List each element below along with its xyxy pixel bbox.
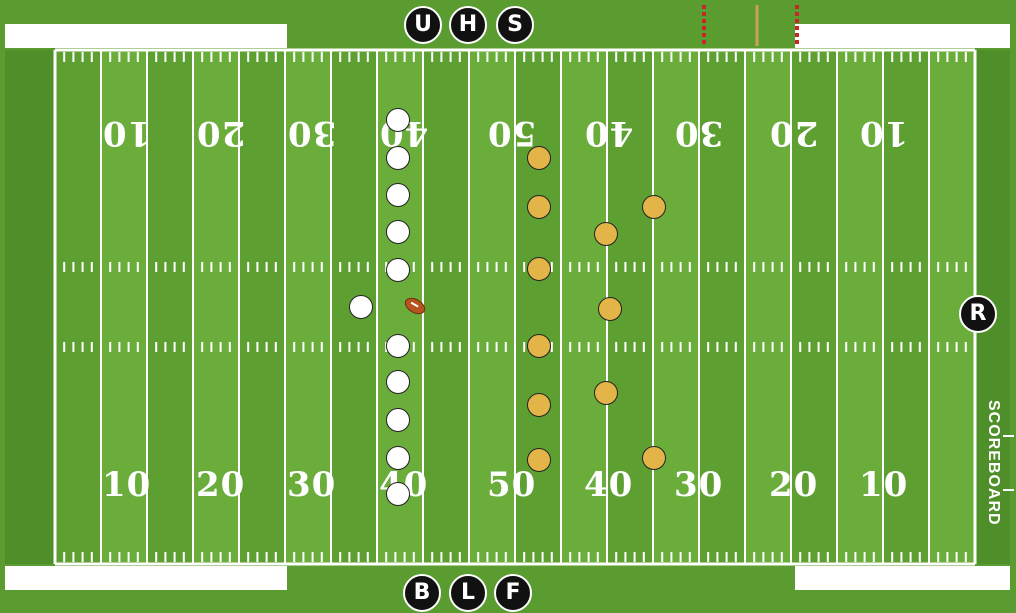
yard-number-bottom: 10 [102,468,151,502]
offense-player [386,183,410,207]
yard-number-bottom: 40 [584,468,633,502]
defense-player [642,195,666,219]
yard-number-top: 10 [102,116,151,150]
yard-number-top: 40 [584,116,633,150]
yard-number-top: 10 [859,116,908,150]
umpire-badge: U [404,6,442,44]
offense-player [386,482,410,506]
back-judge-badge: B [403,574,441,612]
yard-number-top: 20 [196,116,245,150]
yard-number-top: 20 [769,116,818,150]
offense-player [386,408,410,432]
offense-player [386,334,410,358]
defense-player [527,334,551,358]
side-judge-badge: S [496,6,534,44]
offense-player [386,146,410,170]
offense-player [349,295,373,319]
defense-player [527,146,551,170]
defense-player [527,257,551,281]
defense-player [527,393,551,417]
yard-number-bottom: 50 [487,468,536,502]
defense-player [598,297,622,321]
yard-number-top: 50 [487,116,536,150]
offense-player [386,108,410,132]
yard-number-bottom: 30 [674,468,723,502]
yard-number-top: 30 [287,116,336,150]
yard-number-bottom: 30 [287,468,336,502]
head-linesman-badge: H [449,6,487,44]
offense-player [386,220,410,244]
referee-badge: R [959,295,997,333]
offense-player [386,370,410,394]
field-judge-badge: F [494,574,532,612]
defense-player [594,222,618,246]
defense-player [594,381,618,405]
offense-player [386,446,410,470]
offense-player [386,258,410,282]
yard-number-bottom: 20 [769,468,818,502]
scoreboard-label: SCOREBOARD [984,400,1002,526]
defense-player [527,195,551,219]
defense-player [642,446,666,470]
yard-number-bottom: 20 [196,468,245,502]
yard-number-bottom: 10 [859,468,908,502]
yard-number-top: 30 [674,116,723,150]
line-judge-badge: L [449,574,487,612]
defense-player [527,448,551,472]
